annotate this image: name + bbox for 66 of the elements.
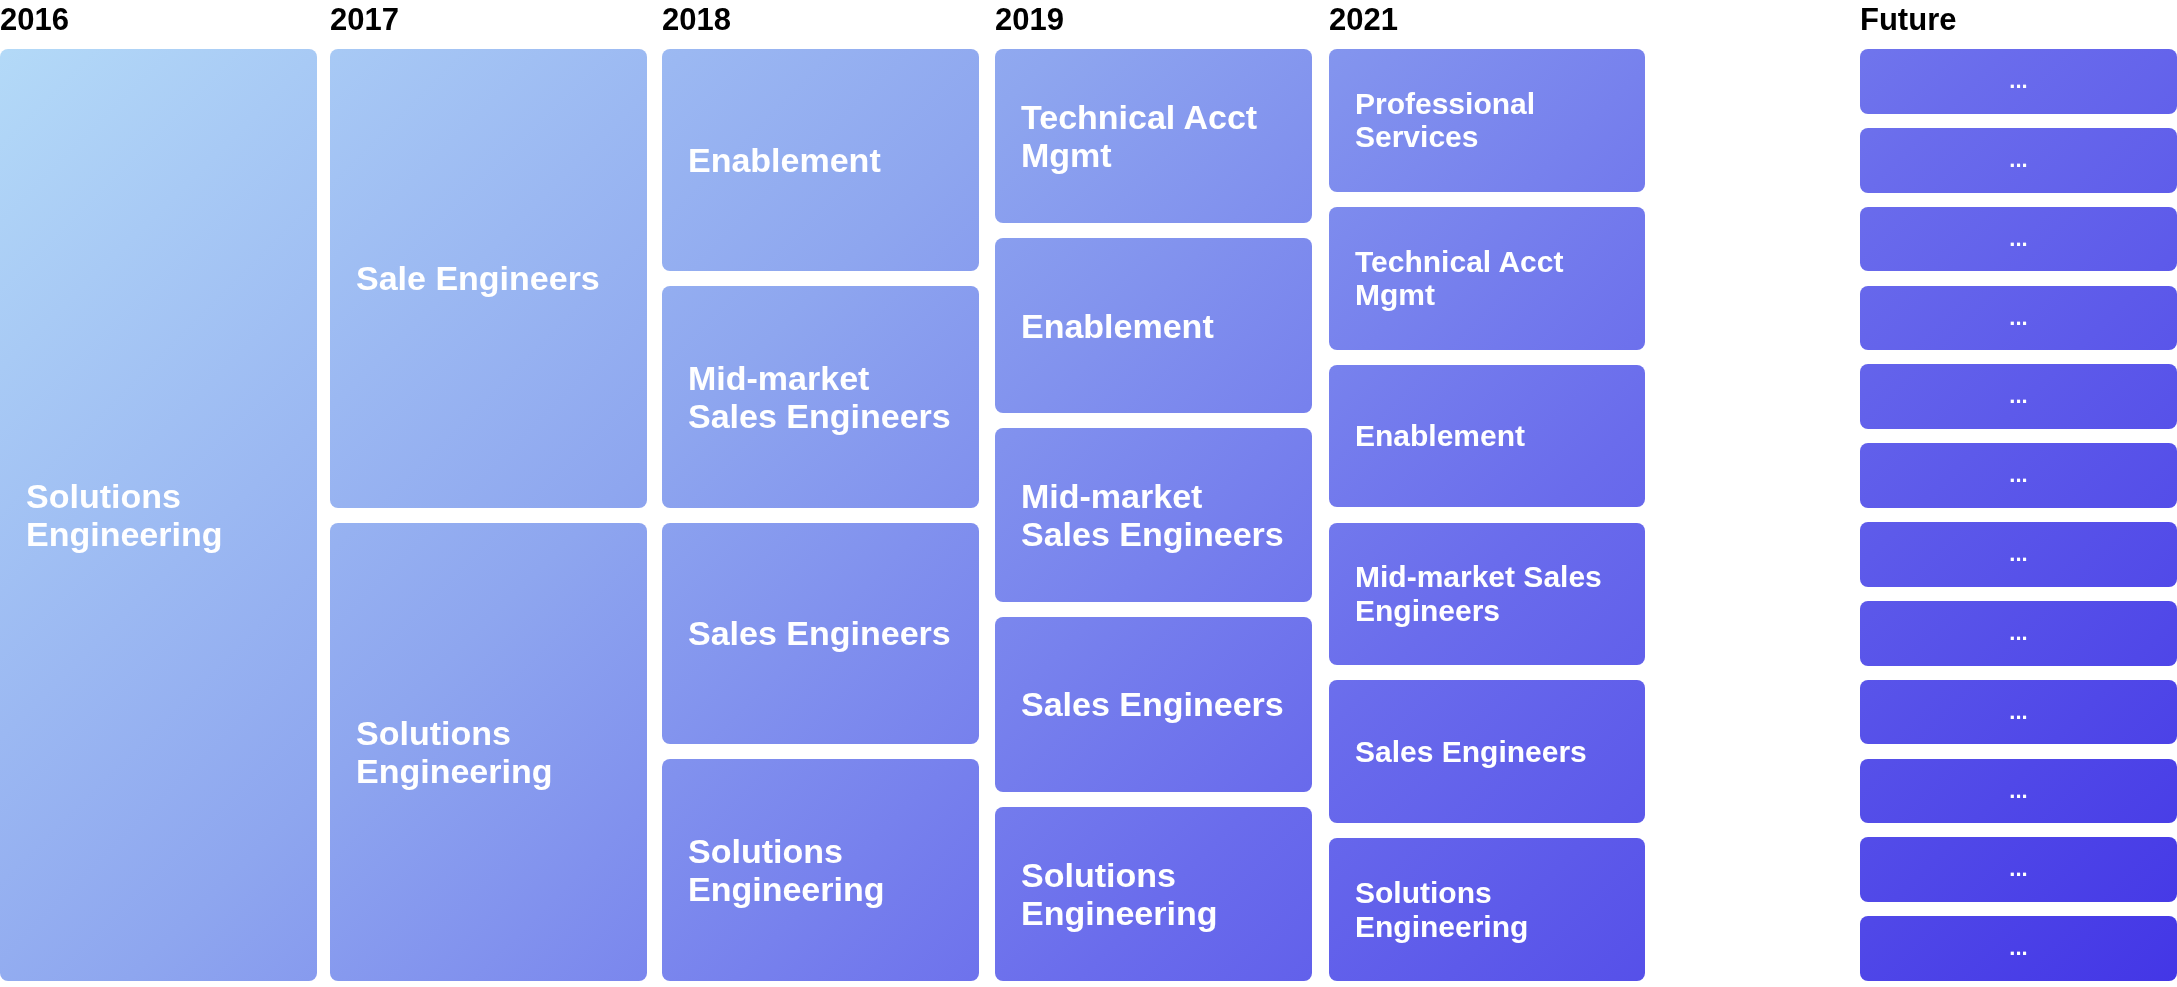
team-box (995, 238, 1312, 413)
ellipsis-text: ... (2009, 305, 2028, 331)
team-name: Solutions Engineering (1021, 855, 1219, 932)
team-box (1329, 49, 1645, 192)
ellipsis-text: ... (2009, 463, 2028, 488)
team-name: Mid-market Sales Engineers (688, 358, 952, 435)
team-name: Mid-market Sales Engineers (1355, 560, 1603, 628)
team-name: Enablement (1355, 419, 1526, 453)
year-heading: 2017 (330, 2, 399, 38)
team-box (1860, 679, 2177, 745)
ellipsis-text: ... (2009, 778, 2028, 804)
year-heading: 2019 (995, 2, 1064, 38)
team-box (1860, 443, 2177, 508)
ellipsis-text: ... (2009, 620, 2028, 646)
team-box (330, 522, 647, 981)
team-box (662, 759, 979, 981)
team-box (1860, 916, 2177, 981)
ellipsis-text: ... (2009, 857, 2028, 883)
team-name: Sales Engineers (1355, 734, 1587, 769)
team-box (1329, 680, 1645, 824)
ellipsis-text: ... (2009, 226, 2028, 252)
team-box (1329, 206, 1645, 350)
team-name: Mid-market Sales Engineers (1021, 476, 1285, 554)
team-name: Sales Engineers (1021, 685, 1284, 724)
team-box (1860, 127, 2177, 193)
team-box (995, 806, 1312, 981)
team-name: Sale Engineers (356, 259, 600, 298)
ellipsis-text: ... (2009, 542, 2028, 567)
team-box (662, 49, 979, 271)
ellipsis-text: ... (2009, 699, 2028, 725)
team-name: Solutions Engineering (1355, 875, 1530, 944)
team-box (1860, 600, 2177, 666)
team-name: Professional Services (1355, 86, 1537, 154)
team-box (1860, 758, 2177, 824)
team-name: Solutions Engineering (356, 713, 554, 790)
team-box (662, 285, 979, 508)
team-name: Sales Engineers (688, 614, 951, 653)
team-name: Solutions Engineering (26, 476, 224, 554)
team-box (1860, 49, 2177, 114)
year-heading: 2016 (0, 2, 69, 38)
team-name: Technical Acct Mgmt (1021, 98, 1259, 175)
ellipsis-text: ... (2009, 936, 2028, 961)
ellipsis-text: ... (2009, 147, 2028, 173)
team-box (1860, 206, 2177, 272)
team-box (1329, 522, 1645, 666)
team-box (0, 49, 317, 981)
team-box (1860, 837, 2177, 903)
team-box (995, 617, 1312, 792)
ellipsis-text: ... (2009, 384, 2028, 410)
team-name: Solutions Engineering (688, 832, 886, 909)
team-name: Technical Acct Mgmt (1355, 244, 1565, 312)
team-name: Enablement (688, 140, 881, 179)
team-box (995, 427, 1312, 603)
year-heading: 2021 (1329, 2, 1398, 38)
team-box (662, 522, 979, 745)
team-box (1860, 522, 2177, 587)
team-box (1860, 364, 2177, 430)
team-name: Enablement (1021, 306, 1214, 345)
team-box (1860, 285, 2177, 351)
team-box (1329, 838, 1645, 981)
team-box (1329, 364, 1645, 508)
team-box (330, 49, 647, 508)
ellipsis-text: ... (2009, 69, 2028, 94)
team-box (995, 49, 1312, 224)
year-heading: 2018 (662, 2, 731, 38)
year-heading: Future (1860, 2, 1957, 38)
